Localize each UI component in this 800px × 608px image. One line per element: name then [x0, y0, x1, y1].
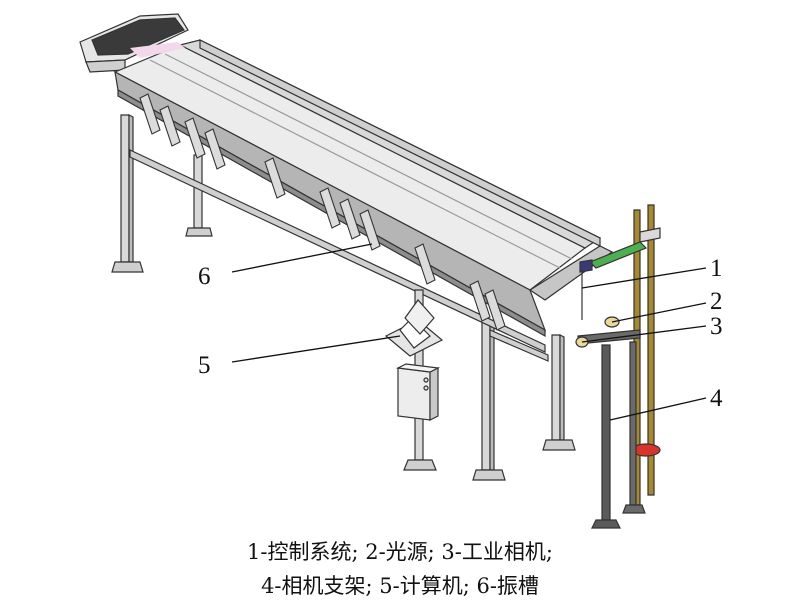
- vibrator-brackets: [139, 93, 506, 331]
- callout-4: 4: [710, 385, 723, 412]
- leader-5: [231, 335, 401, 363]
- callout-5: 5: [198, 352, 211, 379]
- callout-2: 2: [710, 288, 723, 315]
- callout-3: 3: [710, 313, 723, 340]
- leader-4: [609, 397, 707, 421]
- figure-caption: 1-控制系统; 2-光源; 3-工业相机; 4-相机支架; 5-计算机; 6-振…: [0, 535, 800, 603]
- leader-2: [611, 302, 707, 323]
- vibrating-trough: [79, 13, 614, 338]
- leader-1: [581, 267, 707, 289]
- callout-numbers: 1 2 3 4 5 6: [198, 255, 723, 412]
- leader-3: [581, 325, 707, 343]
- caption-line-2: 4-相机支架; 5-计算机; 6-振槽: [261, 574, 539, 598]
- caption-line-1: 1-控制系统; 2-光源; 3-工业相机;: [247, 540, 553, 564]
- callout-6: 6: [198, 263, 211, 290]
- leader-6: [231, 243, 373, 273]
- callout-1: 1: [710, 255, 723, 282]
- vibrating-trough-machine-drawing: 1 2 3 4 5 6: [79, 13, 723, 529]
- computer-stand: [384, 289, 444, 471]
- callout-leaders: [231, 243, 707, 421]
